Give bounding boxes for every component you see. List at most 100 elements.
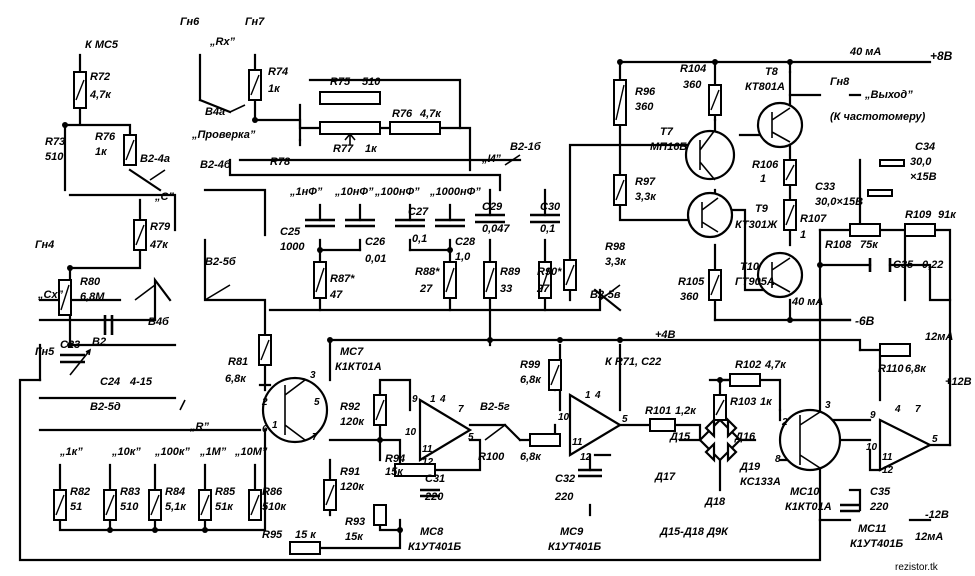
c24-label: С24 xyxy=(100,376,120,388)
r100-value: 6,8к xyxy=(520,451,542,463)
r105-value: 360 xyxy=(680,291,699,303)
resistors xyxy=(53,69,936,555)
c23-label: С23 xyxy=(60,339,80,351)
r102-body xyxy=(729,373,761,387)
r91-label: R91 xyxy=(340,466,360,478)
c25-value: 1000 xyxy=(280,241,305,253)
pin-mc8-10: 10 xyxy=(405,427,417,438)
mc8-opamp xyxy=(418,398,473,462)
label-plus4: +4В xyxy=(655,329,676,341)
t8-symbol xyxy=(756,101,804,149)
mc9-opamp xyxy=(568,393,623,457)
mc10-label: МС10 xyxy=(790,486,820,498)
t7-type: МП16Б xyxy=(650,141,687,153)
r88-label: R88* xyxy=(415,266,440,278)
pin-mc8-4: 4 xyxy=(439,394,446,405)
r79-value: 47к xyxy=(149,239,169,251)
r81-value: 6,8к xyxy=(225,373,247,385)
range-r-10k: „10к” xyxy=(111,446,141,458)
label-40ma-mid: 40 мА xyxy=(791,296,823,308)
pin-mc7-1: 1 xyxy=(272,420,278,431)
pin-mc9-5: 5 xyxy=(622,414,628,425)
label-gn4: Гн4 xyxy=(35,239,54,251)
label-12ma-b: 12мА xyxy=(915,531,943,543)
labels: Гн6 Гн7 „Rх” К МС5 Гн8 „Выход” (К частот… xyxy=(35,16,972,573)
t10-label: Т10 xyxy=(740,261,760,273)
r92-label: R92 xyxy=(340,401,360,413)
r95-body xyxy=(289,541,321,555)
pin-mc10-3: 3 xyxy=(825,400,831,411)
t10-type: ГТ905А xyxy=(735,276,775,288)
r101-body xyxy=(649,418,676,432)
label-plus12: +12В xyxy=(945,376,972,388)
label-b4b: В4б xyxy=(148,316,170,328)
pin-mc7-5: 5 xyxy=(314,397,320,408)
r97-label: R97 xyxy=(635,176,656,188)
r102-label: R102 xyxy=(735,359,761,371)
range-c-1nf: „1нФ” xyxy=(289,186,323,198)
mc10-symbol xyxy=(778,408,842,472)
r86-label: R86 xyxy=(262,486,283,498)
range-c-1000nf: „1000нФ” xyxy=(429,186,481,198)
c30-label: С30 xyxy=(540,201,561,213)
r107-label: R107 xyxy=(800,213,827,225)
d19-type: КС133А xyxy=(740,476,781,488)
mc7-type: К1КТ01А xyxy=(335,361,382,373)
r84-value: 5,1к xyxy=(165,501,187,513)
c26-value: 0,01 xyxy=(365,253,386,265)
r108-value: 75к xyxy=(860,239,879,251)
c33-body xyxy=(867,189,893,197)
c35b-value: 220 xyxy=(869,501,889,513)
r93-value: 15к xyxy=(345,531,364,543)
r77-body xyxy=(319,121,381,135)
r73-label: R73 xyxy=(45,136,65,148)
r78-label: R78 xyxy=(270,156,291,168)
label-minus12: -12В xyxy=(925,509,949,521)
range-r-1m: „1М” xyxy=(199,446,227,458)
r101-value: 1,2к xyxy=(675,405,697,417)
label-b2-1b: В2-1б xyxy=(510,141,542,153)
range-r-100k: „100к” xyxy=(154,446,190,458)
pin-mc11-5: 5 xyxy=(932,434,938,445)
label-plus8: +8В xyxy=(930,49,953,63)
pin-mc11-9: 9 xyxy=(870,410,876,421)
pin-mc8-7: 7 xyxy=(458,404,464,415)
r105-label: R105 xyxy=(678,276,705,288)
b82-label: В2 xyxy=(92,336,106,348)
t7-label: Т7 xyxy=(660,126,674,138)
r80-value: 6,8М xyxy=(80,291,105,303)
r89-value: 33 xyxy=(500,283,512,295)
c30-value: 0,1 xyxy=(540,223,555,235)
pin-mc9-10: 10 xyxy=(558,412,570,423)
r99-value: 6,8к xyxy=(520,374,542,386)
r108-label: R108 xyxy=(825,239,852,251)
d16-label: Д16 xyxy=(734,431,756,443)
c25-label: С25 xyxy=(280,226,301,238)
range-r-1k: „1к” xyxy=(59,446,83,458)
r84-label: R84 xyxy=(165,486,185,498)
c28-label: С28 xyxy=(455,236,476,248)
c35a-label: С35 xyxy=(893,259,914,271)
pin-mc7-3: 3 xyxy=(310,370,316,381)
c33-value: 30,0×15В xyxy=(815,196,863,208)
label-b2-4a: В2-4а xyxy=(140,153,170,165)
watermark: rezistor.tk xyxy=(895,562,939,573)
c34-value2: ×15В xyxy=(910,171,937,183)
c28-value: 1,0 xyxy=(455,251,471,263)
label-gn8: Гн8 xyxy=(830,76,850,88)
r72-label: R72 xyxy=(90,71,110,83)
r102-value: 4,7к xyxy=(764,359,787,371)
r82-label: R82 xyxy=(70,486,90,498)
label-output: „Выход” xyxy=(864,89,913,101)
r87-value: 47 xyxy=(329,289,343,301)
c32-value: 220 xyxy=(554,491,574,503)
c24-value: 4-15 xyxy=(129,376,153,388)
pin-mc11-7: 7 xyxy=(915,404,921,415)
r85-value: 51к xyxy=(215,501,234,513)
r108-body xyxy=(849,223,881,237)
t9-type: КТ301Ж xyxy=(735,219,778,231)
switches xyxy=(134,104,621,441)
r76b-value: 1к xyxy=(95,146,108,158)
mc9-type: К1УТ401Б xyxy=(548,541,601,553)
